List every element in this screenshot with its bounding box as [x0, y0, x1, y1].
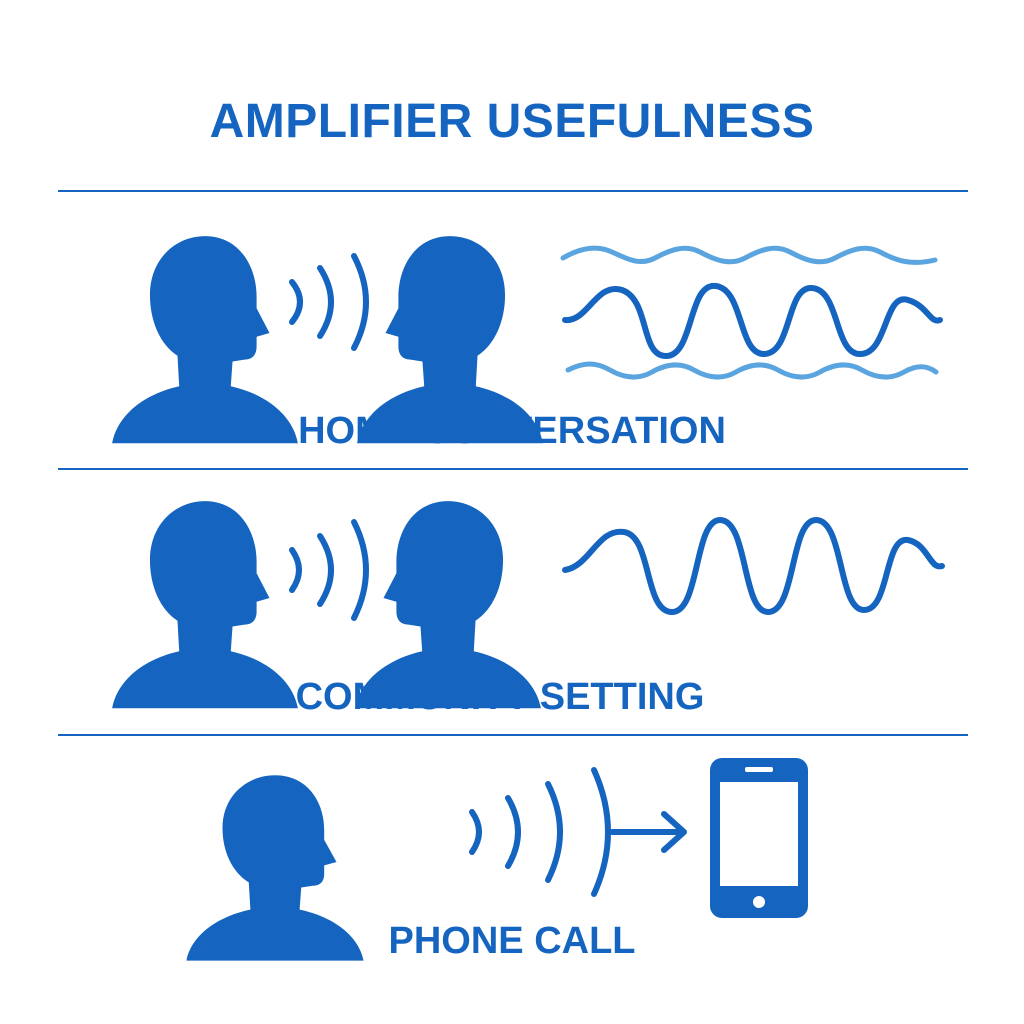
soundwave-with-noise-icon — [560, 245, 943, 380]
caption-home-conversation: HOME CONVERSATION — [298, 410, 726, 452]
smartphone-icon — [710, 758, 808, 918]
section-phone-call — [186, 758, 808, 961]
caption-phone-call: PHONE CALL — [388, 920, 636, 962]
caption-community-setting: COMMUNITY SETTING — [295, 676, 705, 718]
sound-waves-icon — [469, 767, 611, 897]
page-title: AMPLIFIER USEFULNESS — [209, 95, 815, 148]
divider-top — [58, 190, 968, 192]
arrow-right-icon — [609, 811, 687, 853]
divider-2 — [58, 734, 968, 736]
soundwave-icon — [562, 516, 945, 616]
divider-1 — [58, 468, 968, 470]
sound-waves-icon — [289, 253, 369, 351]
section-home-conversation — [112, 236, 943, 444]
section-community-setting — [112, 501, 945, 709]
sound-waves-icon — [289, 519, 369, 621]
